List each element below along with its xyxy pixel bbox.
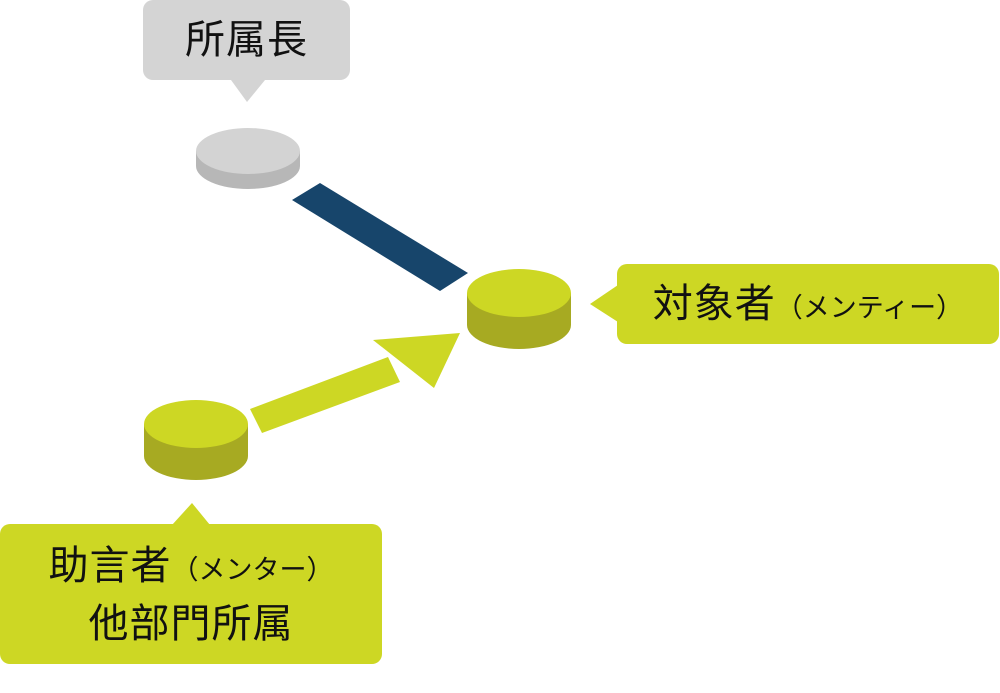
- mentor-label-sub: （メンター）: [171, 555, 334, 586]
- mentor-callout-pointer: [172, 503, 210, 525]
- arrow-shaft: [250, 357, 400, 433]
- mentor-callout-box: [0, 524, 382, 664]
- mentee-node-top: [467, 269, 571, 317]
- manager-callout: [143, 0, 350, 102]
- mentee-callout-pointer: [590, 285, 618, 322]
- manager-node: [196, 128, 300, 189]
- mentor-label-line-1: 助言者（メンター）: [0, 537, 382, 595]
- manager-callout-pointer: [231, 80, 265, 102]
- manager-node-top: [196, 128, 300, 174]
- manager-label: 所属長: [185, 17, 308, 63]
- manager-mentee-connector: [292, 183, 468, 291]
- mentee-label-sub: （メンティー）: [775, 293, 964, 324]
- mentor-node: [144, 400, 248, 480]
- mentor-callout: [0, 503, 382, 664]
- mentor-node-top: [144, 400, 248, 448]
- arrow-head: [373, 333, 460, 388]
- mentor-label-main: 助言者: [48, 543, 172, 589]
- mentee-callout: [590, 264, 999, 344]
- mentor-mentee-arrow: [250, 333, 460, 433]
- mentor-label-line-2: 他部門所属: [88, 601, 294, 647]
- manager-callout-box: [143, 0, 350, 80]
- mentee-callout-box: [617, 264, 999, 344]
- mentee-label-main: 対象者: [652, 281, 776, 327]
- mentor-label: 助言者（メンター） 他部門所属: [0, 524, 382, 664]
- mentee-node: [467, 269, 571, 349]
- mentee-label: 対象者（メンティー）: [617, 264, 999, 344]
